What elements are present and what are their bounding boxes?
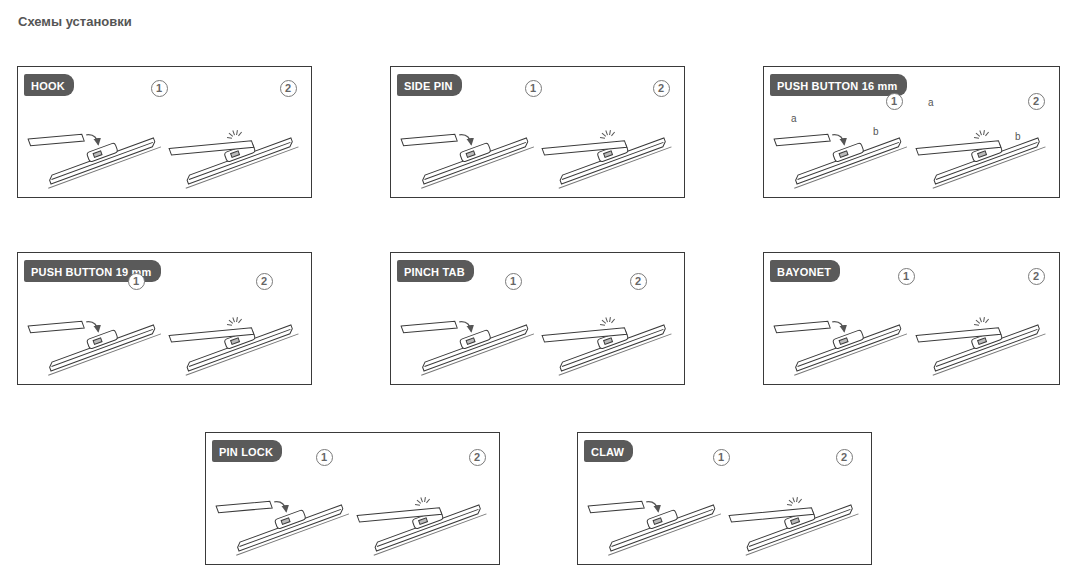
type-name: BAYONET <box>777 266 831 278</box>
wiper-sketch <box>774 97 907 189</box>
step-number: 2 <box>1033 271 1039 282</box>
type-tag: PIN LOCK <box>212 440 282 462</box>
step-circle: 1 <box>151 80 168 97</box>
type-name: PUSH BUTTON 16 mm <box>777 80 898 92</box>
wiper-sketch <box>542 107 671 189</box>
wiper-sketch <box>169 294 298 376</box>
part-letter: a <box>927 97 935 108</box>
step-circle: 1 <box>525 80 542 97</box>
step-number: 1 <box>718 452 724 463</box>
step-circle: 2 <box>653 80 670 97</box>
wiper-sketch <box>542 294 671 376</box>
type-name: CLAW <box>591 446 624 458</box>
step-circle: 2 <box>1028 93 1045 110</box>
type-name: HOOK <box>31 80 65 92</box>
step-circle: 1 <box>898 268 915 285</box>
step-circle: 2 <box>1028 268 1045 285</box>
wiper-sketch <box>588 464 721 556</box>
wiper-sketch <box>729 474 858 556</box>
step-number: 2 <box>261 276 267 287</box>
step-number: 2 <box>658 83 664 94</box>
wiper-sketch <box>401 97 534 189</box>
wiper-sketch <box>774 284 907 376</box>
wiper-sketch <box>28 97 161 189</box>
type-name: SIDE PIN <box>404 80 453 92</box>
step-number: 2 <box>474 452 480 463</box>
install-panel: CLAW 1 2 <box>577 432 872 565</box>
step-circle: 2 <box>630 273 647 290</box>
type-tag: CLAW <box>584 440 633 462</box>
step-number: 1 <box>903 271 909 282</box>
type-name: PINCH TAB <box>404 266 465 278</box>
type-tag: SIDE PIN <box>397 74 462 96</box>
step-number: 1 <box>133 276 139 287</box>
part-letter: b <box>872 126 880 137</box>
wiper-sketch <box>28 284 161 376</box>
type-tag: BAYONET <box>770 260 840 282</box>
type-tag: PINCH TAB <box>397 260 474 282</box>
install-panel: PINCH TAB 1 2 <box>390 252 685 385</box>
install-panel: BAYONET 1 2 <box>763 252 1060 385</box>
type-tag: HOOK <box>24 74 74 96</box>
step-circle: 1 <box>505 273 522 290</box>
install-panel: SIDE PIN 1 2 <box>390 66 685 198</box>
step-circle: 1 <box>886 93 903 110</box>
step-circle: 1 <box>316 449 333 466</box>
wiper-sketch <box>916 294 1045 376</box>
part-letter: b <box>1014 131 1022 142</box>
wiper-sketch <box>916 107 1045 189</box>
part-letter: a <box>790 113 798 124</box>
step-circle: 1 <box>128 273 145 290</box>
step-number: 1 <box>510 276 516 287</box>
step-number: 2 <box>841 452 847 463</box>
type-name: PIN LOCK <box>219 446 273 458</box>
step-number: 2 <box>285 83 291 94</box>
step-number: 1 <box>891 96 897 107</box>
wiper-sketch <box>401 284 534 376</box>
step-circle: 1 <box>713 449 730 466</box>
install-panel: PUSH BUTTON 19 mm12 <box>17 252 312 385</box>
step-number: 1 <box>530 83 536 94</box>
type-tag: PUSH BUTTON 16 mm <box>770 74 907 96</box>
install-panel: PIN LOCK 1 2 <box>205 432 500 565</box>
step-circle: 2 <box>469 449 486 466</box>
step-circle: 2 <box>280 80 297 97</box>
step-number: 2 <box>1033 96 1039 107</box>
step-circle: 2 <box>836 449 853 466</box>
step-number: 1 <box>321 452 327 463</box>
wiper-sketch <box>216 464 349 556</box>
wiper-sketch <box>357 474 486 556</box>
step-number: 2 <box>635 276 641 287</box>
step-circle: 2 <box>256 273 273 290</box>
wiper-sketch <box>169 107 298 189</box>
page-title: Схемы установки <box>18 14 132 29</box>
step-number: 1 <box>156 83 162 94</box>
install-panel: HOOK 1 2 <box>17 66 312 198</box>
